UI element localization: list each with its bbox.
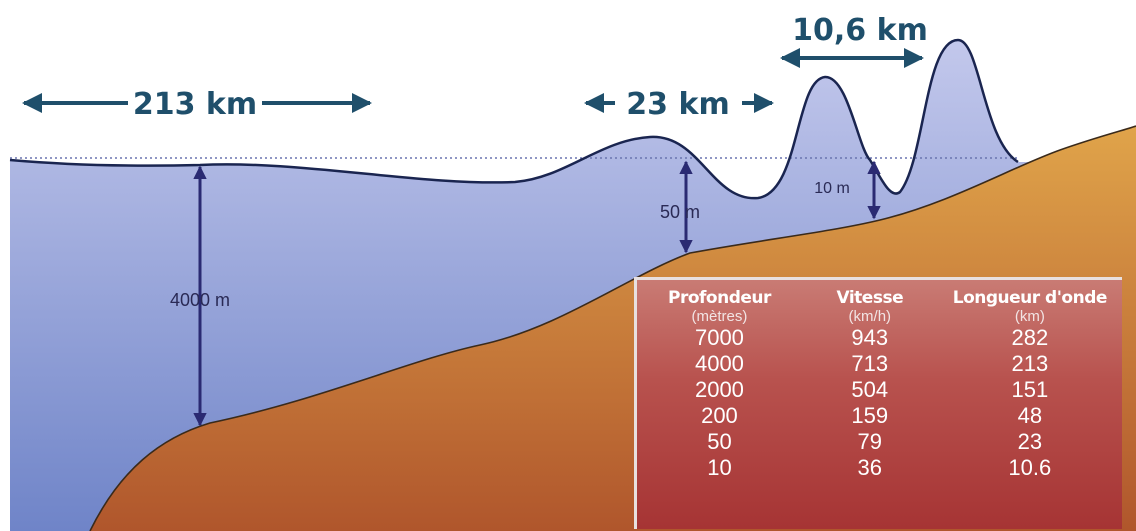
header-depth: Profondeur bbox=[668, 288, 771, 308]
wave-surface bbox=[9, 38, 1019, 200]
table-unit-row: (mètres) (km/h) (km) bbox=[637, 308, 1122, 325]
ocean-depth-label: 4000 m bbox=[170, 290, 230, 310]
unit-wavelength: (km) bbox=[1014, 308, 1045, 325]
table-row: 10 36 10.6 bbox=[637, 455, 1122, 481]
cell-speed: 504 bbox=[851, 377, 889, 402]
header-speed: Vitesse bbox=[836, 288, 904, 308]
seabed-outline bbox=[89, 125, 1136, 531]
cell-depth: 10 bbox=[707, 455, 732, 480]
cell-depth: 200 bbox=[701, 403, 738, 428]
shelf-wavelength-label: 23 km bbox=[626, 87, 729, 122]
cell-speed: 943 bbox=[851, 325, 889, 350]
unit-depth: (mètres) bbox=[691, 308, 748, 325]
cell-depth: 7000 bbox=[694, 325, 744, 350]
cell-depth: 4000 bbox=[694, 351, 744, 376]
unit-speed: (km/h) bbox=[848, 308, 892, 325]
header-wavelength: Longueur d'onde bbox=[952, 288, 1108, 308]
table-row: 2000 504 151 bbox=[637, 377, 1122, 403]
cell-wavelength: 23 bbox=[1017, 429, 1043, 454]
coast-wavelength-label: 10,6 km bbox=[792, 13, 928, 48]
cell-speed: 713 bbox=[851, 351, 889, 376]
table-row: 200 159 48 bbox=[637, 403, 1122, 429]
cell-wavelength: 10.6 bbox=[1008, 455, 1052, 480]
cell-wavelength: 48 bbox=[1017, 403, 1043, 428]
cell-depth: 50 bbox=[707, 429, 732, 454]
cell-speed: 159 bbox=[851, 403, 889, 428]
cell-depth: 2000 bbox=[694, 377, 744, 402]
speed-table: Profondeur Vitesse Longueur d'onde (mètr… bbox=[634, 277, 1122, 529]
table-row: 7000 943 282 bbox=[637, 325, 1122, 351]
table-header-row: Profondeur Vitesse Longueur d'onde bbox=[637, 288, 1122, 308]
ocean-wavelength-label: 213 km bbox=[133, 87, 257, 122]
table-row: 50 79 23 bbox=[637, 429, 1122, 455]
cell-speed: 79 bbox=[857, 429, 883, 454]
coast-depth-label: 10 m bbox=[814, 180, 850, 197]
cell-wavelength: 151 bbox=[1011, 377, 1049, 402]
cell-wavelength: 213 bbox=[1011, 351, 1049, 376]
table-row: 4000 713 213 bbox=[637, 351, 1122, 377]
cell-wavelength: 282 bbox=[1011, 325, 1049, 350]
cell-speed: 36 bbox=[857, 455, 883, 480]
shelf-depth-label: 50 m bbox=[660, 202, 700, 222]
